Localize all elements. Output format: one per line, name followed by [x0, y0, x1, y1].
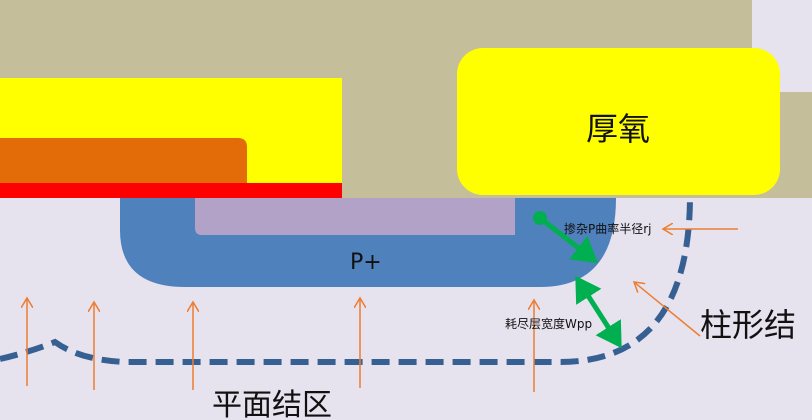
doping-radius-label: 掺杂P曲率半径rj [564, 222, 652, 236]
planar-junction-label: 平面结区 [212, 388, 332, 420]
cylindrical-junction-label: 柱形结 [700, 306, 797, 344]
p-plus-label: P+ [350, 250, 382, 275]
electric-field-arrows [27, 229, 738, 392]
purple-region [195, 198, 515, 235]
depletion-boundary [0, 194, 693, 365]
thick-oxide-label: 厚氧 [586, 110, 651, 148]
depletion-width-arrow [575, 275, 622, 349]
red-layer [0, 183, 342, 198]
field-arrow [634, 282, 701, 337]
depletion-width-label: 耗尽层宽度Wpp [505, 317, 593, 331]
radius-arrow [538, 216, 598, 264]
thick-oxide-block [457, 48, 780, 195]
orange-layer [0, 138, 247, 184]
